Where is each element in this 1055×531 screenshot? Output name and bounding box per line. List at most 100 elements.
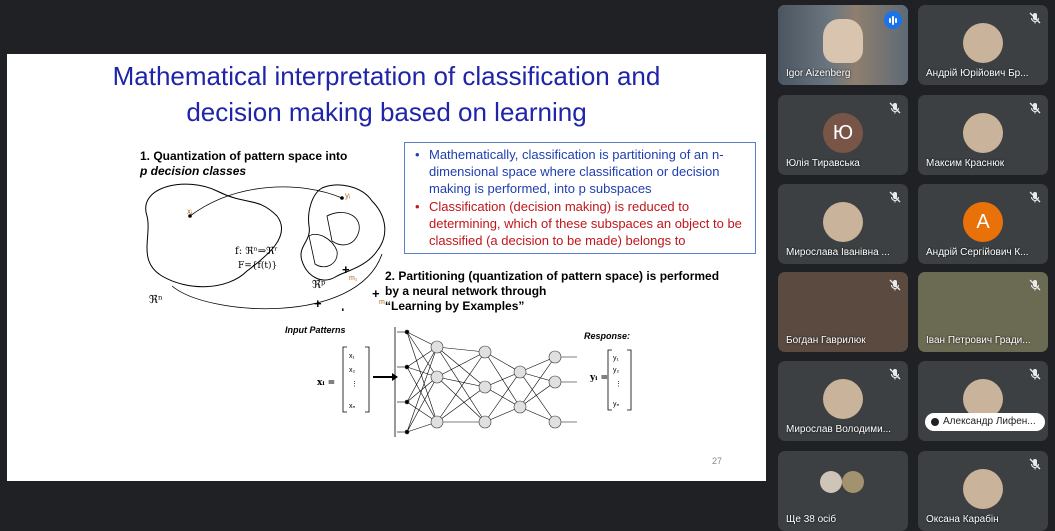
nn-connection (484, 371, 521, 388)
nn-connection (519, 356, 556, 408)
participant-tile[interactable]: Іван Петрович Гради... (918, 272, 1048, 352)
section-2-line-2: by a neural network through (385, 284, 547, 298)
svg-text:x₂: x₂ (349, 367, 356, 374)
nn-neuron (548, 375, 562, 389)
nn-input-node (404, 364, 410, 370)
page-number: 27 (712, 456, 723, 466)
participant-tile[interactable]: Александр Лифен... (918, 361, 1048, 441)
m2-label: m₂ (379, 299, 388, 306)
nn-connection (406, 331, 438, 423)
slide-title-line-1: Mathematical interpretation of classific… (112, 61, 661, 91)
mic-off-icon (1028, 101, 1042, 115)
nn-neuron (478, 415, 492, 429)
participant-tile[interactable]: Богдан Гаврилюк (778, 272, 908, 352)
section-1-line-1: 1. Quantization of pattern space into (140, 149, 348, 163)
svg-text:yₙ: yₙ (613, 401, 620, 408)
svg-text:+: + (342, 262, 350, 277)
function-label: f: ℜⁿ⇒ℜʳ (235, 246, 278, 257)
participant-name: Андрій Сергійович К... (926, 247, 1029, 258)
nn-connection (406, 346, 438, 433)
input-patterns-label: Input Patterns (285, 325, 346, 335)
svg-text:y₂: y₂ (613, 367, 620, 374)
nn-connection (484, 371, 521, 423)
nn-neuron (548, 415, 562, 429)
nn-neuron (513, 400, 527, 414)
nn-connection (436, 351, 486, 378)
nn-input-node (404, 329, 410, 335)
bullet-box: Mathematically, classification is partit… (404, 142, 756, 254)
nn-neuron (478, 345, 492, 359)
slide-title: Mathematical interpretation of classific… (7, 58, 766, 130)
participant-tile[interactable]: Максим Краснюк (918, 95, 1048, 175)
nn-connection (406, 346, 438, 403)
svg-text:⋮: ⋮ (351, 381, 358, 388)
participant-tile[interactable]: Igor Aizenberg (778, 5, 908, 85)
participant-tile[interactable]: Ще 38 осіб (778, 451, 908, 531)
avatar: А (963, 202, 1003, 242)
nn-connection (519, 356, 556, 373)
xi-label: xᵢ (187, 207, 192, 216)
participant-video-face (823, 19, 863, 63)
mic-off-icon (1028, 190, 1042, 204)
pattern-space-diagram: xᵢ yᵢ f: ℜⁿ⇒ℜʳ F={f(t)} ℜⁿ ℜᵖ + m₁ + m₂ … (145, 183, 388, 311)
participant-name-pill[interactable]: Александр Лифен... (925, 413, 1045, 431)
section-1-line-2: p decision classes (140, 164, 247, 178)
avatar (963, 113, 1003, 153)
nn-connection (519, 371, 556, 423)
bullet-2: Classification (decision making) is redu… (415, 198, 749, 249)
nn-input-node (404, 399, 410, 405)
participant-name: Мирослав Володими... (786, 424, 892, 435)
avatar (963, 469, 1003, 509)
nn-neuron (513, 365, 527, 379)
svg-text:⋮: ⋮ (615, 381, 622, 388)
nn-connection (406, 331, 438, 378)
nn-connection (484, 406, 521, 423)
participant-name: Александр Лифен... (943, 416, 1036, 427)
participant-name: Юлія Тиравська (786, 158, 860, 169)
function-set-label: F={f(t)} (238, 260, 277, 271)
participant-name: Іван Петрович Гради... (926, 335, 1031, 346)
avatar (963, 23, 1003, 63)
group-avatars (820, 471, 842, 493)
nn-connection (436, 376, 486, 423)
x-vector-label: xᵢ = (317, 378, 335, 388)
section-2-line-1: 2. Partitioning (quantization of pattern… (385, 269, 720, 283)
participant-name: Максим Краснюк (926, 158, 1005, 169)
slide-title-line-2: decision making based on learning (186, 97, 587, 127)
participant-tile[interactable]: Андрій Юрійович Бр... (918, 5, 1048, 85)
nn-neuron (478, 380, 492, 394)
participant-tile[interactable]: Мирослава Іванівна ... (778, 184, 908, 264)
avatar (823, 202, 863, 242)
response-label: Response: (584, 331, 631, 341)
nn-connection (436, 351, 486, 423)
nn-connection (406, 366, 438, 423)
mic-off-icon (1028, 278, 1042, 292)
nn-neuron (430, 415, 444, 429)
nn-neuron (430, 340, 444, 354)
svg-text:xₙ: xₙ (349, 403, 356, 410)
neural-network-diagram: xᵢ = x₁ x₂ ⋮ xₙ yᵢ = y₁ y₂ ⋮ yₙ (317, 327, 632, 437)
avatar (823, 379, 863, 419)
video-feed (918, 272, 1048, 352)
avatar: Ю (823, 113, 863, 153)
participant-tile[interactable]: А Андрій Сергійович К... (918, 184, 1048, 264)
nn-connection (436, 386, 486, 423)
participant-name: Богдан Гаврилюк (786, 335, 866, 346)
nn-connection (436, 346, 486, 353)
y-vector-label: yᵢ = (589, 373, 608, 383)
nn-connection (406, 376, 438, 433)
svg-text:x₁: x₁ (349, 353, 356, 360)
nn-input-node (404, 429, 410, 435)
nn-connection (519, 381, 556, 408)
participant-tile[interactable]: Ю Юлія Тиравська (778, 95, 908, 175)
svg-text:+: + (314, 296, 322, 311)
presentation-slide: Mathematical interpretation of classific… (7, 54, 766, 481)
yi-label: yᵢ (345, 191, 350, 200)
nn-connection (519, 406, 556, 423)
section-1-heading: 1. Quantization of pattern space into p … (140, 149, 347, 179)
speaking-icon (884, 11, 902, 29)
participant-tile[interactable]: Мирослав Володими... (778, 361, 908, 441)
space-p-label: ℜᵖ (312, 278, 326, 291)
participant-tile[interactable]: Оксана Карабін (918, 451, 1048, 531)
mic-off-icon (1028, 367, 1042, 381)
